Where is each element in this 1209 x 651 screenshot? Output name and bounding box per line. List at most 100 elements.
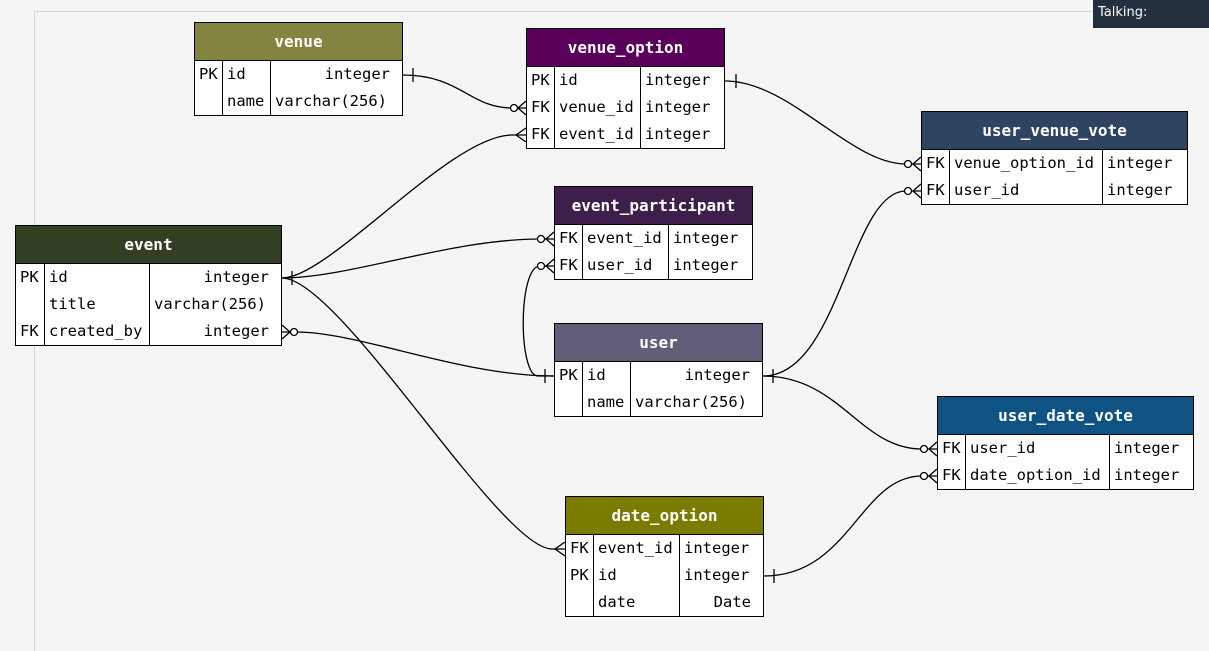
key-cell: FK bbox=[20, 322, 39, 340]
link-user-user-date-vote[interactable] bbox=[762, 375, 938, 457]
type-cell: varchar(256) bbox=[275, 92, 387, 110]
entity-title: venue_option bbox=[527, 29, 724, 67]
type-cell: integer bbox=[645, 125, 711, 143]
entity-user-date-vote[interactable]: user_date_vote FK user_id integer FK dat… bbox=[937, 396, 1194, 490]
name-cell: id bbox=[49, 268, 68, 286]
key-cell bbox=[566, 589, 594, 616]
name-cell: id bbox=[559, 71, 578, 89]
entity-title: venue bbox=[195, 23, 402, 61]
type-cell: integer bbox=[684, 566, 750, 584]
name-cell: title bbox=[49, 295, 96, 313]
table-row[interactable]: PK id integer bbox=[16, 264, 281, 291]
type-cell: varchar(256) bbox=[635, 393, 747, 411]
key-cell: FK bbox=[570, 539, 589, 557]
entity-title: user_venue_vote bbox=[922, 112, 1187, 150]
link-user-user-venue-vote[interactable] bbox=[762, 183, 922, 383]
table-row[interactable]: name varchar(256) bbox=[555, 389, 762, 416]
name-cell: venue_option_id bbox=[954, 154, 1094, 172]
entity-venue[interactable]: venue PK id integer name varchar(256) bbox=[194, 22, 403, 116]
key-cell: PK bbox=[199, 65, 218, 83]
link-event-date-option[interactable] bbox=[281, 277, 566, 557]
table-row[interactable]: PK id integer bbox=[527, 67, 724, 94]
key-cell: FK bbox=[559, 256, 578, 274]
key-cell: PK bbox=[20, 268, 39, 286]
key-cell: FK bbox=[559, 229, 578, 247]
name-cell: user_id bbox=[954, 181, 1020, 199]
key-cell bbox=[195, 88, 223, 115]
entity-title: user bbox=[555, 324, 762, 362]
type-cell: integer bbox=[645, 98, 711, 116]
entity-event[interactable]: event PK id integer title varchar(256) F… bbox=[15, 225, 282, 346]
table-row[interactable]: FK event_id integer bbox=[555, 225, 752, 252]
key-cell: PK bbox=[559, 366, 578, 384]
entity-user-venue-vote[interactable]: user_venue_vote FK venue_option_id integ… bbox=[921, 111, 1188, 205]
table-row[interactable]: FK event_id integer bbox=[566, 535, 763, 562]
name-cell: name bbox=[587, 393, 625, 411]
link-event-event-participant[interactable] bbox=[281, 231, 555, 279]
type-cell: integer bbox=[203, 268, 269, 286]
entity-title: event_participant bbox=[555, 187, 752, 225]
name-cell: event_id bbox=[587, 229, 662, 247]
table-row[interactable]: PK id integer bbox=[566, 562, 763, 589]
type-cell: integer bbox=[1114, 439, 1180, 457]
key-cell: FK bbox=[926, 154, 945, 172]
table-row[interactable]: FK date_option_id integer bbox=[938, 462, 1193, 489]
type-cell: Date bbox=[713, 593, 751, 611]
link-user-event-participant[interactable] bbox=[522, 258, 555, 383]
link-date-option-user-date-vote[interactable] bbox=[763, 468, 938, 583]
type-cell: integer bbox=[645, 71, 711, 89]
entity-title: user_date_vote bbox=[938, 397, 1193, 435]
key-cell: FK bbox=[942, 466, 961, 484]
entity-venue-option[interactable]: venue_option PK id integer FK venue_id i… bbox=[526, 28, 725, 149]
key-cell: PK bbox=[570, 566, 589, 584]
name-cell: user_id bbox=[970, 439, 1036, 457]
name-cell: event_id bbox=[559, 125, 634, 143]
type-cell: integer bbox=[324, 65, 390, 83]
key-cell bbox=[555, 389, 583, 416]
name-cell: date_option_id bbox=[970, 466, 1101, 484]
table-row[interactable]: PK id integer bbox=[195, 61, 402, 88]
type-cell: integer bbox=[673, 256, 739, 274]
talking-indicator: Talking: bbox=[1093, 0, 1209, 28]
table-row[interactable]: FK user_id integer bbox=[922, 177, 1187, 204]
type-cell: integer bbox=[684, 539, 750, 557]
table-row[interactable]: FK user_id integer bbox=[938, 435, 1193, 462]
type-cell: integer bbox=[203, 322, 269, 340]
table-row[interactable]: date Date bbox=[566, 589, 763, 616]
name-cell: id bbox=[227, 65, 246, 83]
entity-title: date_option bbox=[566, 497, 763, 535]
type-cell: integer bbox=[684, 366, 750, 384]
table-row[interactable]: FK created_by integer bbox=[16, 318, 281, 345]
type-cell: varchar(256) bbox=[154, 295, 266, 313]
type-cell: integer bbox=[1107, 154, 1173, 172]
entity-date-option[interactable]: date_option FK event_id integer PK id in… bbox=[565, 496, 764, 617]
link-event-venue-option[interactable] bbox=[281, 127, 527, 285]
type-cell: integer bbox=[1114, 466, 1180, 484]
table-row[interactable]: title varchar(256) bbox=[16, 291, 281, 318]
name-cell: created_by bbox=[49, 322, 143, 340]
name-cell: id bbox=[598, 566, 617, 584]
link-venue-option-user-venue-vote[interactable] bbox=[724, 74, 922, 172]
key-cell: FK bbox=[942, 439, 961, 457]
entity-user[interactable]: user PK id integer name varchar(256) bbox=[554, 323, 763, 417]
key-cell: FK bbox=[531, 125, 550, 143]
name-cell: venue_id bbox=[559, 98, 634, 116]
link-user-event-created-by[interactable] bbox=[281, 324, 555, 377]
name-cell: name bbox=[227, 92, 265, 110]
table-row[interactable]: name varchar(256) bbox=[195, 88, 402, 115]
key-cell: FK bbox=[926, 181, 945, 199]
key-cell bbox=[16, 291, 45, 318]
entity-event-participant[interactable]: event_participant FK event_id integer FK… bbox=[554, 186, 753, 280]
name-cell: event_id bbox=[598, 539, 673, 557]
table-row[interactable]: FK event_id integer bbox=[527, 121, 724, 148]
name-cell: id bbox=[587, 366, 606, 384]
link-venue-venue-option[interactable] bbox=[402, 68, 527, 116]
table-row[interactable]: PK id integer bbox=[555, 362, 762, 389]
table-row[interactable]: FK user_id integer bbox=[555, 252, 752, 279]
table-row[interactable]: FK venue_id integer bbox=[527, 94, 724, 121]
name-cell: date bbox=[598, 593, 636, 611]
type-cell: integer bbox=[673, 229, 739, 247]
table-row[interactable]: FK venue_option_id integer bbox=[922, 150, 1187, 177]
name-cell: user_id bbox=[587, 256, 653, 274]
